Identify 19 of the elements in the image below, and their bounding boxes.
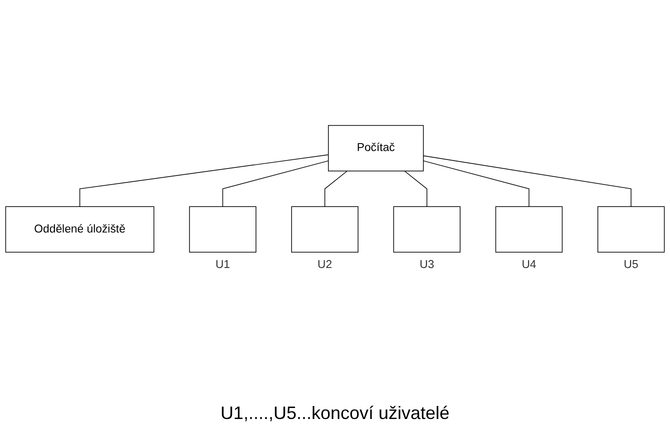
connector <box>79 154 329 207</box>
connector <box>324 170 348 207</box>
node-box <box>597 206 665 253</box>
user-label: U5 <box>624 258 638 271</box>
connector <box>423 155 632 207</box>
connector <box>423 160 530 207</box>
user-label: U1 <box>215 258 230 271</box>
node-box: Oddělené úložiště <box>5 206 154 253</box>
user-label: U2 <box>318 258 332 271</box>
node-box <box>189 206 256 253</box>
user-label: U3 <box>420 258 434 271</box>
node-box <box>291 206 358 253</box>
user-label: U4 <box>522 258 536 271</box>
node-box <box>495 206 563 253</box>
node-box: Počítač <box>328 125 424 172</box>
connector <box>222 160 329 207</box>
node-box <box>393 206 460 253</box>
connector <box>404 170 428 207</box>
note: U1,....,U5...koncoví uživatelé <box>220 403 450 424</box>
